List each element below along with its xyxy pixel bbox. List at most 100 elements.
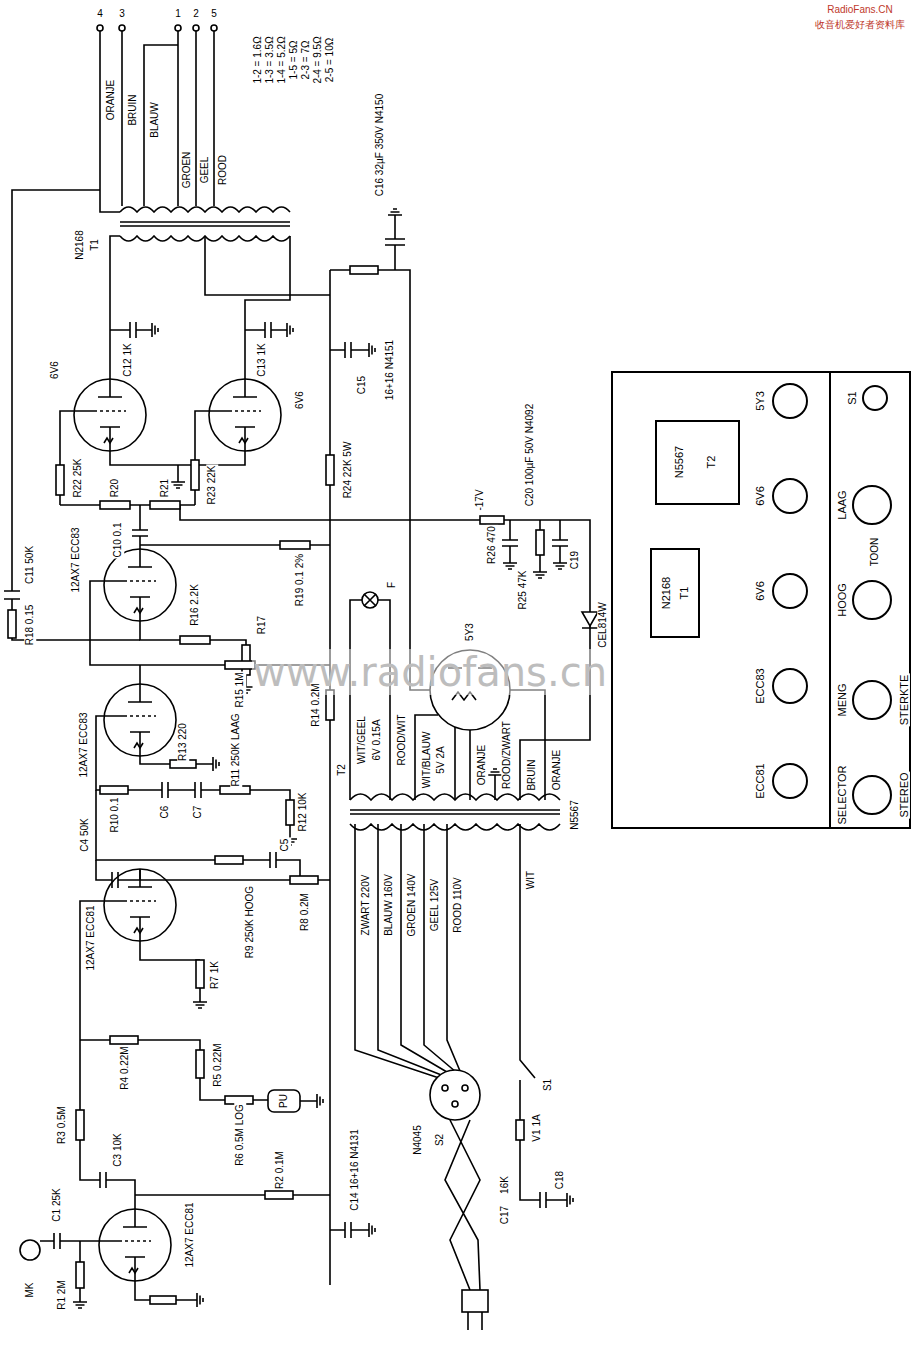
component-label: C12 1K — [122, 342, 134, 377]
component-label: R23 22K — [206, 465, 218, 506]
component-label: N2168 — [74, 229, 86, 260]
component-label: 6V6 — [49, 360, 61, 380]
tube-socket: 5Y3 — [772, 383, 808, 419]
transformer-box: N2168T1 — [650, 548, 700, 638]
component-label: 12AX7 ECC81 — [85, 904, 97, 971]
component-label: R16 2.2K — [189, 583, 201, 627]
component-label: C5 — [279, 838, 291, 853]
component-label: GROEN 140V — [406, 873, 418, 938]
component-label: ORANJE — [551, 749, 563, 792]
component-label: TOON — [869, 537, 881, 568]
component-label: F — [386, 581, 398, 589]
component-label: R22 25K — [72, 458, 84, 499]
component-label: C19 — [569, 550, 581, 570]
node-text: S1 — [846, 390, 858, 405]
component-label: C16 32µF 350V N4150 — [374, 93, 386, 198]
component-label: C18 — [554, 1170, 566, 1190]
component-label: T1 — [89, 238, 101, 252]
component-label: MK — [24, 1282, 36, 1299]
component-label: R25 47K — [517, 570, 529, 611]
node-text: MENG — [836, 683, 848, 718]
node-text: STERKTE — [898, 674, 910, 727]
component-label: R21 — [159, 478, 171, 498]
component-label: 16+16 N4151 — [384, 339, 396, 401]
component-label: 1-4 = 5.2Ω — [276, 35, 288, 84]
node-text: N2168 — [660, 576, 672, 610]
component-label: 1-3 = 3.5Ω — [264, 35, 276, 84]
component-label: WIT/BLAUW — [421, 731, 433, 790]
component-label: 5Y3 — [464, 622, 476, 642]
component-label: C4 50K — [79, 817, 91, 852]
component-label: CEL814W — [597, 601, 609, 649]
component-label: PU — [278, 1093, 290, 1109]
node-text: N5567 — [673, 445, 685, 479]
component-label: 5V 2A — [435, 745, 447, 774]
component-label: R24 22K 5W — [342, 441, 354, 500]
component-label: N5567 — [569, 799, 581, 830]
node-text: 5Y3 — [754, 390, 766, 412]
component-label: R26 470 — [486, 525, 498, 565]
component-label: C13 1K — [256, 342, 268, 377]
component-label: R17 — [256, 615, 268, 635]
component-label: ROOD — [217, 154, 229, 186]
node-text: HOOG — [836, 582, 848, 618]
component-label: R5 0.22M — [212, 1042, 224, 1087]
component-label: R12 10K — [297, 792, 309, 833]
power-supply — [350, 516, 598, 1330]
component-label: BRUIN — [526, 758, 538, 791]
component-label: 16K — [499, 1175, 511, 1195]
component-label: GEEL — [199, 156, 211, 185]
transformer-box: N5567 T2 — [655, 420, 740, 505]
watermark-text: RadioFans.CN — [826, 4, 894, 16]
component-label: C10 0.1 — [112, 521, 124, 558]
component-label: C14 16+16 N4131 — [349, 1128, 361, 1211]
node-text: LAAG — [836, 489, 848, 520]
control-knob: SELECTORSTEREO — [852, 775, 892, 815]
component-label: C7 — [192, 805, 204, 820]
component-label: GROEN — [181, 151, 193, 190]
component-label: 2-3 = 7Ω — [300, 40, 312, 81]
component-label: V1 1A — [531, 1113, 543, 1142]
component-label: 1 — [174, 8, 182, 20]
component-label: R11 250K LAAG — [230, 712, 242, 787]
component-label: ORANJE — [476, 744, 488, 787]
component-label: ORANJE — [105, 79, 117, 122]
component-label: R19 0.1 2% — [294, 553, 306, 607]
component-label: R14 0.2M — [310, 682, 322, 727]
component-label: 12AX7 ECC81 — [184, 1201, 196, 1268]
node-text: STEREO — [898, 771, 910, 818]
component-label: GEEL 125V — [429, 878, 441, 932]
component-label: 12AX7 ECC83 — [78, 711, 90, 778]
tube-socket: ECC83 — [772, 668, 808, 704]
component-label: 4 — [96, 8, 104, 20]
component-label: 1-2 = 1.6Ω — [252, 35, 264, 84]
component-label: T2 — [336, 763, 348, 777]
component-label: BLAUW 160V — [383, 873, 395, 937]
component-label: R20 — [109, 478, 121, 498]
component-label: 3 — [118, 8, 126, 20]
component-label: WIT/GEEL — [356, 715, 368, 765]
component-label: R10 0.1 — [109, 796, 121, 833]
component-label: 12AX7 ECC83 — [70, 526, 82, 593]
component-label: R13 220 — [177, 722, 189, 762]
control-knob: MENGSTERKTE — [852, 680, 892, 720]
component-label: 5 — [210, 8, 218, 20]
front-panel — [612, 372, 910, 828]
component-label: ROOD 110V — [452, 876, 464, 933]
component-label: ROOD/WIT — [396, 713, 408, 766]
component-label: 2-4 = 9.5Ω — [312, 35, 324, 84]
preamp-stages — [20, 505, 330, 1308]
control-knob: LAAG — [852, 485, 892, 525]
component-label: 6V 0.15A — [371, 718, 383, 761]
node-text: 6V6 — [754, 580, 766, 602]
component-label: R4 0.22M — [119, 1045, 131, 1090]
tube-socket: 6V6 — [772, 478, 808, 514]
component-label: R3 0.5M — [56, 1105, 68, 1145]
node-text: 6V6 — [754, 485, 766, 507]
component-label: C20 100µF 50V N4092 — [524, 403, 536, 508]
component-label: R8 0.2M — [299, 892, 311, 932]
component-label: R2 0.1M — [274, 1150, 286, 1190]
component-label: C6 — [159, 805, 171, 820]
node-text: T2 — [705, 455, 717, 470]
output-stage — [4, 25, 480, 640]
